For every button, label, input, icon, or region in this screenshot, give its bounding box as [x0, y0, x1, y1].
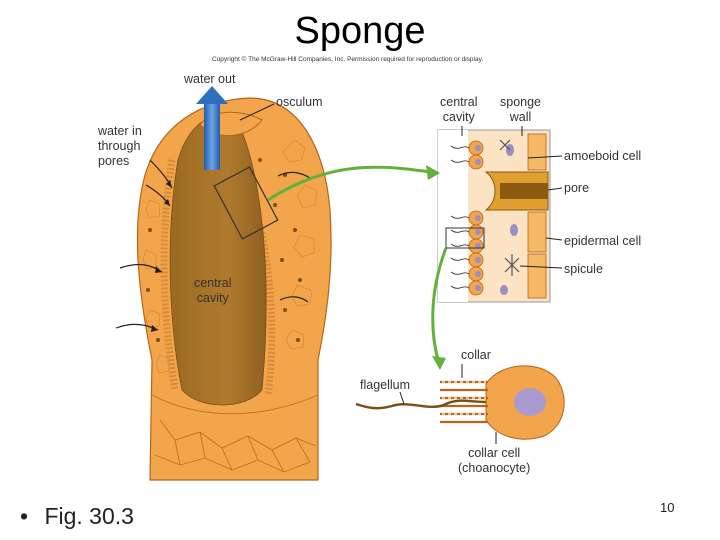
label-central-cavity: central cavity [194, 276, 232, 306]
body-callout-box [213, 166, 279, 240]
base-cells [151, 394, 319, 473]
label-flagellum: flagellum [360, 378, 411, 392]
choanocyte-layer [160, 148, 276, 396]
osculum-pointer [239, 103, 275, 121]
inset-spicules [499, 139, 520, 276]
label-water-in-line2: through [98, 139, 141, 153]
label-sponge-wall-line1: sponge [500, 95, 542, 109]
label-sponge-wall-line2: wall [509, 110, 532, 124]
label-inset-central-cavity: central cavity [440, 95, 478, 125]
label-osculum: osculum [276, 95, 323, 109]
bullet-marker: • [20, 503, 29, 529]
label-pore: pore [564, 181, 590, 195]
label-spicule: spicule [564, 262, 603, 276]
collar-cell-detail [355, 364, 565, 444]
label-sponge-wall: sponge wall [500, 95, 541, 125]
green-arrowheads [426, 165, 446, 370]
body-cell-texture [142, 139, 318, 374]
label-epidermal-cell: epidermal cell [564, 234, 642, 248]
label-inset-central-line1: central [440, 95, 478, 109]
label-amoeboid-cell: amoeboid cell [564, 149, 642, 163]
label-water-in-line3: pores [98, 154, 130, 168]
collar-cell-nucleus [514, 388, 546, 416]
page-number: 10 [660, 500, 675, 515]
inset-collar-box [445, 227, 485, 249]
label-water-out: water out [184, 72, 236, 86]
inset-nuclei [475, 145, 481, 291]
bullet-text: Fig. 30.3 [44, 503, 134, 529]
sponge-body [136, 97, 332, 481]
inset-flagella [450, 145, 470, 289]
label-collar-cell-line1: collar cell [468, 446, 521, 460]
label-inset-central-line2: cavity [442, 110, 475, 124]
label-water-in-line1: water in [98, 124, 142, 138]
label-collar: collar [461, 348, 491, 362]
label-collar-cell: collar cell (choanocyte) [458, 446, 530, 476]
wall-inset [437, 129, 551, 303]
label-water-in: water in through pores [98, 124, 142, 169]
green-arrows [267, 165, 448, 361]
flagellum-strand [355, 399, 487, 410]
water-in-arrowheads [151, 180, 172, 332]
label-collar-cell-line2: (choanocyte) [458, 461, 531, 475]
slide-bullet: • Fig. 30.3 [20, 503, 134, 530]
inset-epidermal-cells [527, 133, 547, 299]
water-out-arrow [196, 86, 228, 170]
collar-dashes [442, 381, 486, 415]
label-central-cavity-line2: cavity [196, 291, 229, 305]
slide-title: Sponge [294, 10, 426, 52]
label-central-cavity-line1: central [194, 276, 232, 290]
copyright-notice: Copyright © The McGraw-Hill Companies, I… [212, 56, 484, 63]
inset-pointer-lines [461, 126, 563, 269]
